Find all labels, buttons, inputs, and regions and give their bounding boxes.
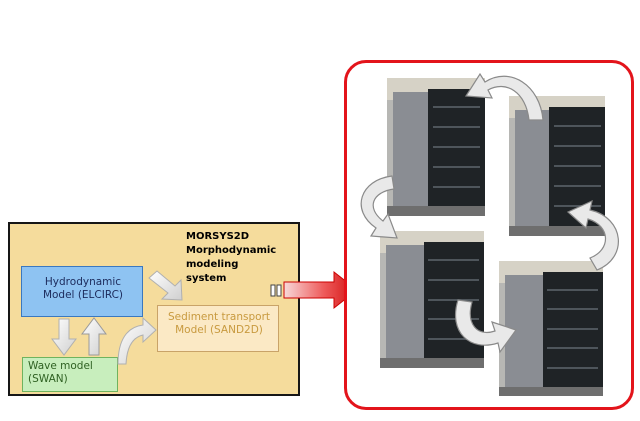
server-rack-image-4 [499,261,603,396]
hydro-to-wave-arrow [51,318,77,356]
server-rack-image-3 [380,231,484,368]
system-title-line1: MORSYS2D [186,231,250,242]
hydro-to-sediment-arrow [148,270,183,301]
cycle-arrow-top [464,72,544,121]
connector-bar-1 [270,284,276,297]
cycle-arrow-right [566,199,619,271]
sediment-label-line2: Model (SAND2D) [175,324,263,336]
system-title-line3: modeling [186,259,239,270]
cycle-arrow-left [360,175,398,239]
system-title-line4: system [186,273,227,284]
wave-label-line1: Wave model [28,360,93,372]
hydrodynamic-model-box: Hydrodynamic Model (ELCIRC) [21,266,143,317]
connector-bar-2 [276,284,282,297]
sediment-label-line1: Sediment transport [167,311,271,323]
wave-model-box: Wave model (SWAN) [22,357,118,392]
hydro-label-line2: Model (ELCIRC) [42,289,124,301]
hydro-label-line1: Hydrodynamic [44,276,122,288]
wave-label-line2: (SWAN) [28,373,68,385]
cycle-arrow-bottom [455,299,517,354]
server-rack-image-1 [387,78,485,216]
wave-to-hydro-arrow [81,317,107,356]
system-title-line2: Morphodynamic [186,245,277,256]
system-title: MORSYS2D Morphodynamic modeling system [186,230,294,286]
wave-to-sediment-arrow [117,316,157,365]
sediment-transport-model-box: Sediment transport Model (SAND2D) [157,305,279,352]
